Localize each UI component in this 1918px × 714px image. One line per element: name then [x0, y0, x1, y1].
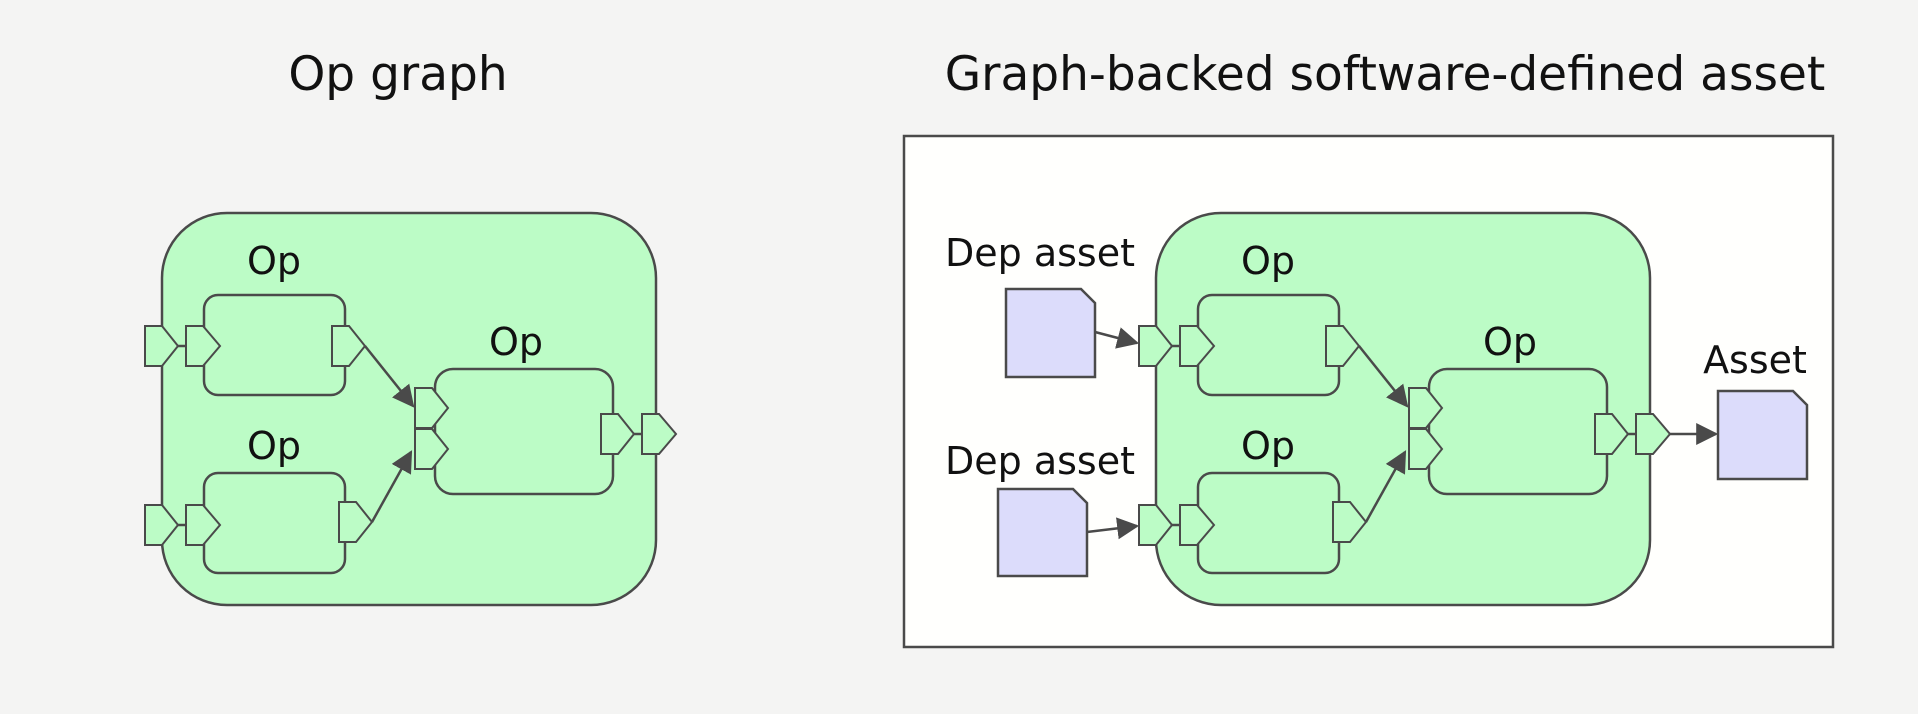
- graph-input-port: [144, 325, 180, 367]
- op-input-port: [185, 504, 222, 546]
- dep-asset-node: [1004, 287, 1097, 379]
- op-label: Op: [247, 239, 301, 283]
- op-node: [1427, 367, 1609, 496]
- asset-label: Asset: [1703, 338, 1807, 382]
- graph-backed-asset-panel: Graph-backed software-defined asset Dep …: [902, 47, 1835, 649]
- dep-asset-label: Dep asset: [945, 439, 1135, 483]
- panel-title-op-graph: Op graph: [288, 47, 507, 102]
- op-label: Op: [247, 424, 301, 468]
- op-label: Op: [1483, 320, 1537, 364]
- graph-input-port: [1138, 325, 1174, 367]
- op-input-port: [1179, 504, 1216, 546]
- edge: [1094, 327, 1140, 349]
- op-node: [202, 293, 347, 397]
- op-output-port: [331, 325, 367, 367]
- op-input-port: [1179, 325, 1216, 367]
- edge: [370, 450, 413, 523]
- asset-node: [1716, 389, 1809, 481]
- op-output-port: [1332, 501, 1368, 543]
- graph-output-port: [641, 413, 678, 455]
- op-output-port: [600, 413, 636, 455]
- op-node: [1196, 471, 1341, 575]
- op-label: Op: [1241, 239, 1295, 283]
- dep-asset-label: Dep asset: [945, 231, 1135, 275]
- op-input-port: [185, 325, 222, 367]
- graph-input-port: [144, 504, 180, 546]
- op-input-port: [414, 428, 450, 470]
- edge: [1364, 450, 1407, 523]
- edge: [1358, 345, 1409, 408]
- op-node: [1196, 293, 1341, 397]
- edge: [364, 345, 415, 408]
- op-input-port: [1408, 387, 1444, 429]
- op-label: Op: [1241, 424, 1295, 468]
- op-input-port: [414, 387, 450, 429]
- op-node: [433, 367, 615, 496]
- graph-output-port: [1635, 413, 1672, 455]
- dep-asset-node: [996, 487, 1089, 578]
- op-input-port: [1408, 428, 1444, 470]
- panel-title-graph-backed-asset: Graph-backed software-defined asset: [945, 47, 1826, 102]
- op-output-port: [1594, 413, 1630, 455]
- edge: [1086, 517, 1140, 540]
- op-output-port: [1325, 325, 1361, 367]
- op-output-port: [338, 501, 374, 543]
- op-graph-panel: Op graph Op Op Op: [144, 47, 678, 607]
- op-label: Op: [489, 320, 543, 364]
- op-node: [202, 471, 347, 575]
